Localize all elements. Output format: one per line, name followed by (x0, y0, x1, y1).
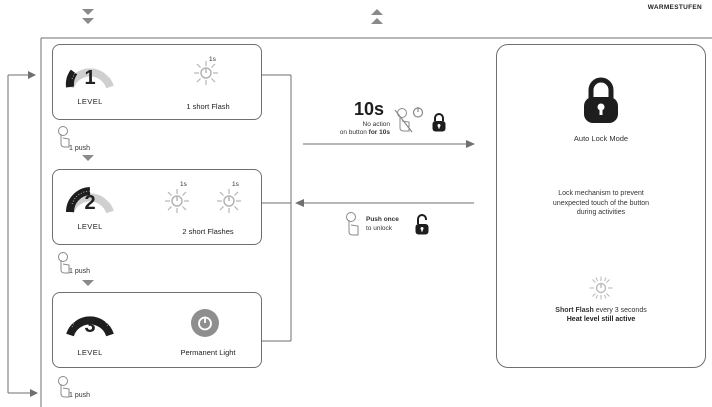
lock-note-line2: on button for 10s (300, 129, 390, 136)
timer-label: 1s (180, 181, 187, 188)
no-touch-icon (394, 108, 413, 133)
power-flash-icon (194, 61, 218, 85)
flash-description: Short Flash every 3 seconds (497, 307, 705, 314)
power-flash-icon (217, 189, 241, 213)
lock-note-line2-bold: for 10s (368, 129, 390, 136)
description-line: Lock mechanism to prevent (558, 190, 644, 197)
level-label: LEVEL (77, 222, 103, 231)
hand-push-icon (58, 376, 70, 398)
timer-label: 1s (232, 181, 239, 188)
level-description: Permanent Light (180, 348, 236, 357)
level-gauge-icon (65, 65, 114, 89)
hand-push-icon (58, 252, 70, 274)
hand-push-icon (346, 212, 359, 236)
push-label: 1 push (69, 392, 91, 399)
power-flash-icon (165, 189, 189, 213)
hand-push-icon (58, 126, 70, 148)
level-2-card: 2 LEVEL 1s 1s 2 short Flashes (52, 169, 262, 245)
lock-closed-icon (432, 113, 446, 132)
auto-lock-description: Lock mechanism to prevent unexpected tou… (497, 189, 705, 218)
level-1-card: 1 LEVEL 1s 1 short Flash (52, 44, 262, 120)
level-description: 1 short Flash (186, 102, 230, 111)
level-number: 2 (84, 192, 96, 214)
description-line: unexpected touch of the button (552, 199, 650, 207)
level-number: 1 (84, 67, 96, 89)
push-label: 1 push (69, 268, 91, 275)
level-description: 2 short Flashes (182, 227, 234, 236)
flash-rest: every 3 seconds (593, 307, 647, 314)
level-3-card: 3 LEVEL Permanent Light (52, 292, 262, 368)
lock-closed-icon (584, 77, 618, 123)
lock-open-icon (415, 214, 429, 235)
level-gauge-icon (66, 313, 114, 337)
level-label: LEVEL (77, 97, 103, 106)
timer-label: 1s (209, 56, 216, 63)
power-flash-icon (589, 276, 613, 300)
chevron-down-double-icon (82, 9, 94, 24)
description-line: during activities (576, 209, 626, 216)
unlock-note-bold: Push once (366, 216, 399, 223)
power-icon (412, 107, 424, 118)
lock-timer: 10s (354, 99, 385, 119)
flash-bold: Short Flash (555, 307, 594, 314)
power-light-icon (191, 309, 219, 337)
auto-lock-title: Auto Lock Mode (573, 134, 629, 143)
lock-note-line1: No action (362, 121, 390, 128)
chevron-up-double-icon (371, 9, 383, 24)
level-number: 3 (84, 315, 96, 337)
level-gauge-icon (65, 187, 114, 214)
heat-line: Heat level still active (566, 316, 636, 323)
header-title: WARMESTUFEN (647, 4, 702, 11)
lock-note-line2-prefix: on button (339, 129, 369, 136)
level-label: LEVEL (77, 348, 103, 357)
unlock-note-rest: to unlock (366, 225, 393, 232)
auto-lock-panel: Auto Lock Mode Lock mechanism to prevent… (496, 44, 706, 368)
push-label: 1 push (69, 145, 91, 152)
